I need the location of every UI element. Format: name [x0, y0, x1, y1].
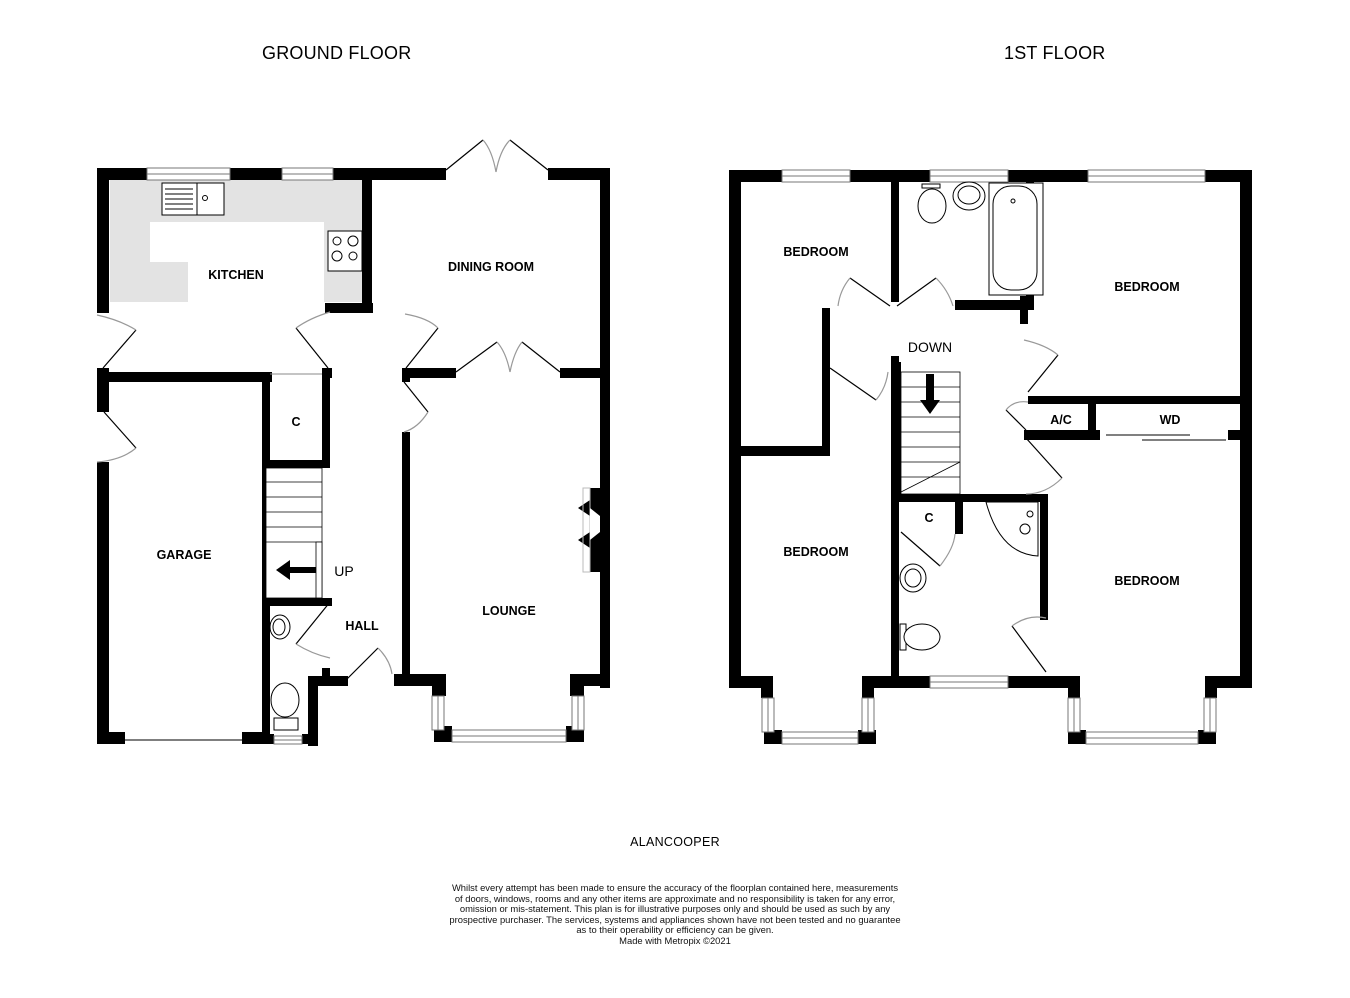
disclaimer-line: omission or mis-statement. This plan is …: [459, 903, 891, 915]
arrow-left-icon: [276, 560, 316, 580]
arrow-down-icon: [920, 374, 940, 414]
hob-icon: [327, 230, 363, 272]
shower-icon: [985, 501, 1039, 557]
bath-icon: [988, 182, 1044, 296]
disclaimer-line: Made with Metropix ©2021: [619, 934, 731, 946]
ground-floor-walls: [97, 168, 610, 746]
room-label-bedroom-4: BEDROOM: [1114, 574, 1180, 588]
wardrobe-sliding-doors: [1106, 434, 1226, 441]
room-label-garage: GARAGE: [156, 548, 212, 562]
room-label-lounge: LOUNGE: [482, 604, 536, 618]
stairs-up-label: UP: [334, 563, 354, 579]
room-label-hall: HALL: [345, 619, 379, 633]
sink-icon: [161, 182, 225, 216]
ground-floor-doors: [96, 139, 561, 685]
stairs-down-label: DOWN: [907, 339, 953, 355]
brand-name: ALANCOOPER: [630, 835, 720, 849]
room-label-bedroom-2: BEDROOM: [1114, 280, 1180, 294]
first-floor-windows: [761, 169, 1217, 745]
room-label-bedroom-3: BEDROOM: [783, 545, 849, 559]
first-floor-title: 1ST FLOOR: [1004, 43, 1106, 63]
toilet-icon: [917, 183, 947, 224]
disclaimer-line: Whilst every attempt has been made to en…: [451, 882, 899, 893]
basin-icon: [952, 181, 986, 211]
ground-floor-title: GROUND FLOOR: [262, 43, 412, 63]
room-label-cupboard: C: [291, 415, 301, 429]
disclaimer-line: prospective purchaser. The services, sys…: [449, 913, 901, 925]
room-label-dining-room: DINING ROOM: [447, 260, 535, 274]
first-floor-doors: [829, 277, 1063, 673]
basin-icon: [269, 614, 291, 640]
room-label-wardrobe: WD: [1159, 413, 1181, 427]
room-label-airing-cupboard: A/C: [1050, 413, 1072, 427]
fireplace-hearth: [590, 508, 600, 540]
room-label-cupboard-first: C: [924, 511, 934, 525]
room-label-kitchen: KITCHEN: [208, 268, 264, 282]
basin-icon: [899, 563, 927, 593]
toilet-icon: [270, 682, 300, 731]
ground-floor-windows: [146, 167, 585, 745]
disclaimer-line: as to their operability or efficiency ca…: [576, 924, 774, 936]
toilet-icon: [899, 623, 941, 651]
ground-floor-stairs: [265, 467, 323, 599]
disclaimer-line: of doors, windows, rooms and any other i…: [454, 892, 896, 904]
disclaimer: Whilst every attempt has been made to en…: [440, 882, 910, 947]
room-label-bedroom-1: BEDROOM: [783, 245, 849, 259]
